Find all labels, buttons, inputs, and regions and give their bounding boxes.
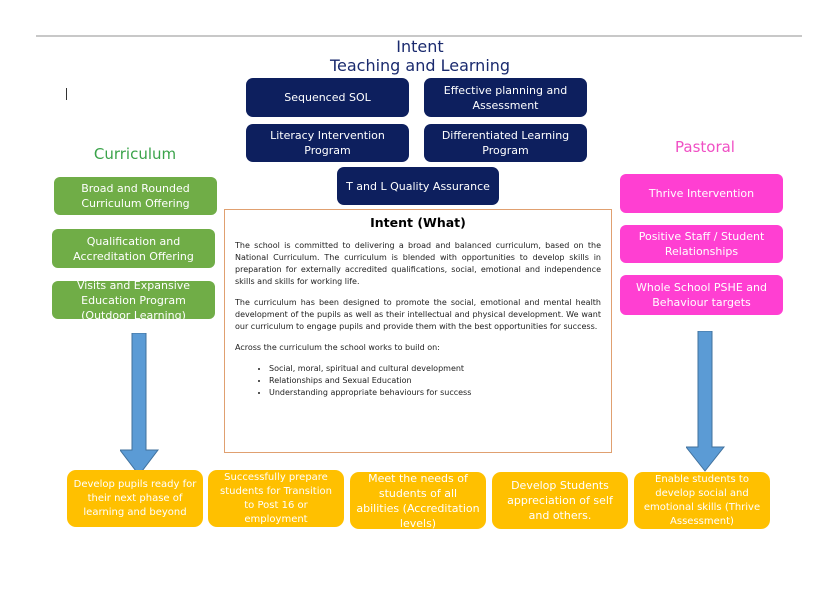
outcome-next-phase: Develop pupils ready for their next phas…: [67, 470, 203, 527]
literacy-intervention-box: Literacy Intervention Program: [246, 124, 409, 162]
page-title: Intent: [396, 37, 444, 56]
curriculum-item-visits: Visits and Expansive Education Program (…: [52, 279, 215, 322]
text-cursor: [66, 88, 67, 100]
curriculum-heading: Curriculum: [93, 145, 177, 163]
intent-bullet: Understanding appropriate behaviours for…: [269, 387, 601, 399]
outcome-transition: Successfully prepare students for Transi…: [208, 470, 344, 527]
curriculum-down-arrow: [120, 333, 160, 476]
intent-bullet: Social, moral, spiritual and cultural de…: [269, 363, 601, 375]
outcome-all-abilities: Meet the needs of students of all abilit…: [350, 472, 486, 530]
pastoral-heading: Pastoral: [675, 138, 735, 156]
intent-panel-heading: Intent (What): [370, 215, 466, 230]
curriculum-item-broad: Broad and Rounded Curriculum Offering: [54, 177, 217, 215]
sequenced-sol-box: Sequenced SOL: [246, 78, 409, 117]
page-subtitle: Teaching and Learning: [329, 56, 511, 75]
intent-bullet: Relationships and Sexual Education: [269, 375, 601, 387]
effective-planning-box: Effective planning and Assessment: [424, 78, 587, 117]
intent-bullet-list: Social, moral, spiritual and cultural de…: [235, 363, 601, 399]
outcome-appreciation: Develop Students appreciation of self an…: [492, 472, 628, 529]
quality-assurance-box: T and L Quality Assurance: [337, 167, 499, 205]
pastoral-item-thrive: Thrive Intervention: [620, 174, 783, 213]
intent-paragraph: The school is committed to delivering a …: [235, 241, 601, 286]
pastoral-down-arrow: [686, 331, 726, 472]
differentiated-learning-box: Differentiated Learning Program: [424, 124, 587, 162]
intent-paragraph: The curriculum has been designed to prom…: [235, 298, 601, 331]
curriculum-item-qualification: Qualification and Accreditation Offering: [52, 229, 215, 268]
pastoral-item-relationships: Positive Staff / Student Relationships: [620, 225, 783, 263]
top-divider: [36, 35, 802, 37]
pastoral-item-pshe: Whole School PSHE and Behaviour targets: [620, 275, 783, 315]
intent-panel: Intent (What) The school is committed to…: [224, 209, 612, 453]
intent-paragraph: Across the curriculum the school works t…: [235, 343, 440, 352]
outcome-thrive-skills: Enable students to develop social and em…: [634, 472, 770, 529]
